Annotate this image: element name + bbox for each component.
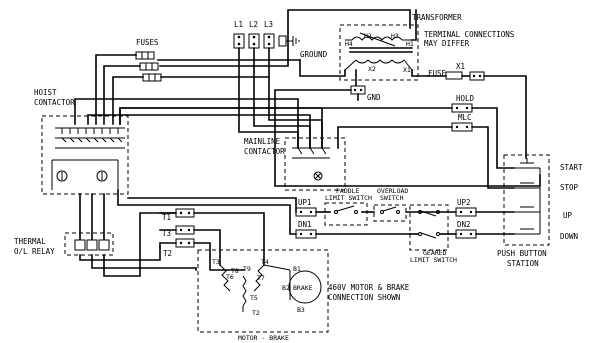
start-label: START — [560, 163, 583, 172]
motor-t9: T9 — [243, 265, 251, 273]
geared-label-2: LIMIT SWITCH — [410, 256, 457, 264]
motor-note-1: 460V MOTOR & BRAKE — [328, 283, 410, 292]
overload-label-1: OVERLOAD — [377, 187, 408, 195]
stop-label: STOP — [560, 183, 579, 192]
thermal-label-2: O/L RELAY — [14, 247, 55, 256]
transformer-enclosure — [339, 24, 419, 81]
terminal-h3: H3 — [391, 32, 399, 40]
label-l1: L1 — [234, 20, 243, 29]
motor-t7: T7 — [257, 274, 265, 282]
fuse-label: FUSE — [428, 69, 447, 78]
paddle-limit-enclosure — [324, 202, 368, 226]
brake-b1: B1 — [293, 265, 301, 273]
motor-t2: T2 — [252, 309, 260, 317]
terminal-note-line1: TERMINAL CONNECTIONS — [424, 30, 515, 39]
brake-b2: B2 — [282, 284, 290, 292]
motor-windings — [219, 264, 291, 312]
terminal-h4: H4 — [345, 40, 353, 48]
geared-limit-enclosure — [409, 204, 449, 251]
x1-label: X1 — [456, 62, 465, 71]
fuses-label: FUSES — [136, 38, 159, 47]
down-label: DOWN — [560, 232, 578, 241]
ground-icon — [286, 36, 300, 46]
line-terminal-block — [233, 33, 287, 49]
brake-b3: B3 — [297, 306, 305, 314]
push-button-label-2: STATION — [507, 259, 539, 268]
geared-label-1: GEARED — [423, 249, 447, 257]
motor-t6: T6 — [226, 273, 234, 281]
terminal-h2: H2 — [364, 32, 372, 40]
thermal-label-1: THERMAL — [14, 237, 46, 246]
label-l2: L2 — [249, 20, 258, 29]
terminal-h1: H1 — [406, 40, 414, 48]
up1-label: UP1 — [298, 198, 312, 207]
label-l3: L3 — [264, 20, 273, 29]
brake-symbol — [288, 270, 322, 304]
mainline-label-2: CONTACTOR — [244, 147, 285, 156]
mainline-contactor-symbol — [292, 147, 330, 181]
overload-switch-symbol — [373, 204, 407, 222]
motor-t3: T3 — [212, 258, 220, 266]
motor-t8: T8 — [231, 267, 239, 275]
terminal-x1-tx: X1 — [403, 66, 411, 74]
dn2-label: DN2 — [457, 220, 471, 229]
motor-t4: T4 — [261, 258, 269, 266]
transformer-label: TRANSFORMER — [412, 13, 462, 22]
paddle-limit-switch-symbol — [334, 205, 358, 214]
push-button-label-1: PUSH BUTTON — [497, 249, 547, 258]
motor-note-2: CONNECTION SHOWN — [328, 293, 400, 302]
dn1-label: DN1 — [298, 220, 312, 229]
mainline-label-1: MAINLINE — [244, 137, 281, 146]
hoist-output-wiring — [79, 193, 197, 277]
paddle-label-2: LIMIT SWITCH — [325, 194, 372, 202]
hold-label: HOLD — [456, 94, 475, 103]
paddle-label-1: PADDLE — [336, 187, 360, 195]
terminal-note-line2: MAY DIFFER — [424, 39, 470, 48]
terminal-x2: X2 — [368, 65, 376, 73]
t2-label: T2 — [163, 249, 172, 258]
up2-label: UP2 — [457, 198, 471, 207]
push-button-symbols — [514, 158, 541, 235]
hoist-contactor-symbol — [51, 127, 125, 190]
brake-label: BRAKE — [293, 284, 313, 292]
motor-t5: T5 — [250, 294, 258, 302]
mainline-contactor-enclosure — [284, 137, 346, 191]
geared-limit-switch-symbol — [409, 210, 449, 239]
thermal-relay-enclosure — [64, 232, 114, 256]
overload-label-2: SWITCH — [380, 194, 404, 202]
gnd-label: GND — [367, 93, 381, 102]
transformer-symbol — [344, 32, 413, 71]
hoist-contactor-enclosure — [41, 115, 129, 195]
thermal-relay-symbol — [74, 239, 110, 251]
motor-brake-enclosure — [197, 249, 329, 333]
t3-label: T3 — [162, 229, 171, 238]
hoist-contactor-label-1: HOIST — [34, 88, 57, 97]
t1-label: T1 — [162, 213, 171, 222]
mlc-label: MLC — [458, 113, 472, 122]
hoist-contactor-label-2: CONTACTOR — [34, 98, 75, 107]
motor-lead-terminals — [159, 208, 265, 271]
up-label: UP — [563, 211, 573, 220]
motor-brake-label: MOTOR - BRAKE — [238, 334, 289, 342]
ground-label: GROUND — [300, 50, 328, 59]
